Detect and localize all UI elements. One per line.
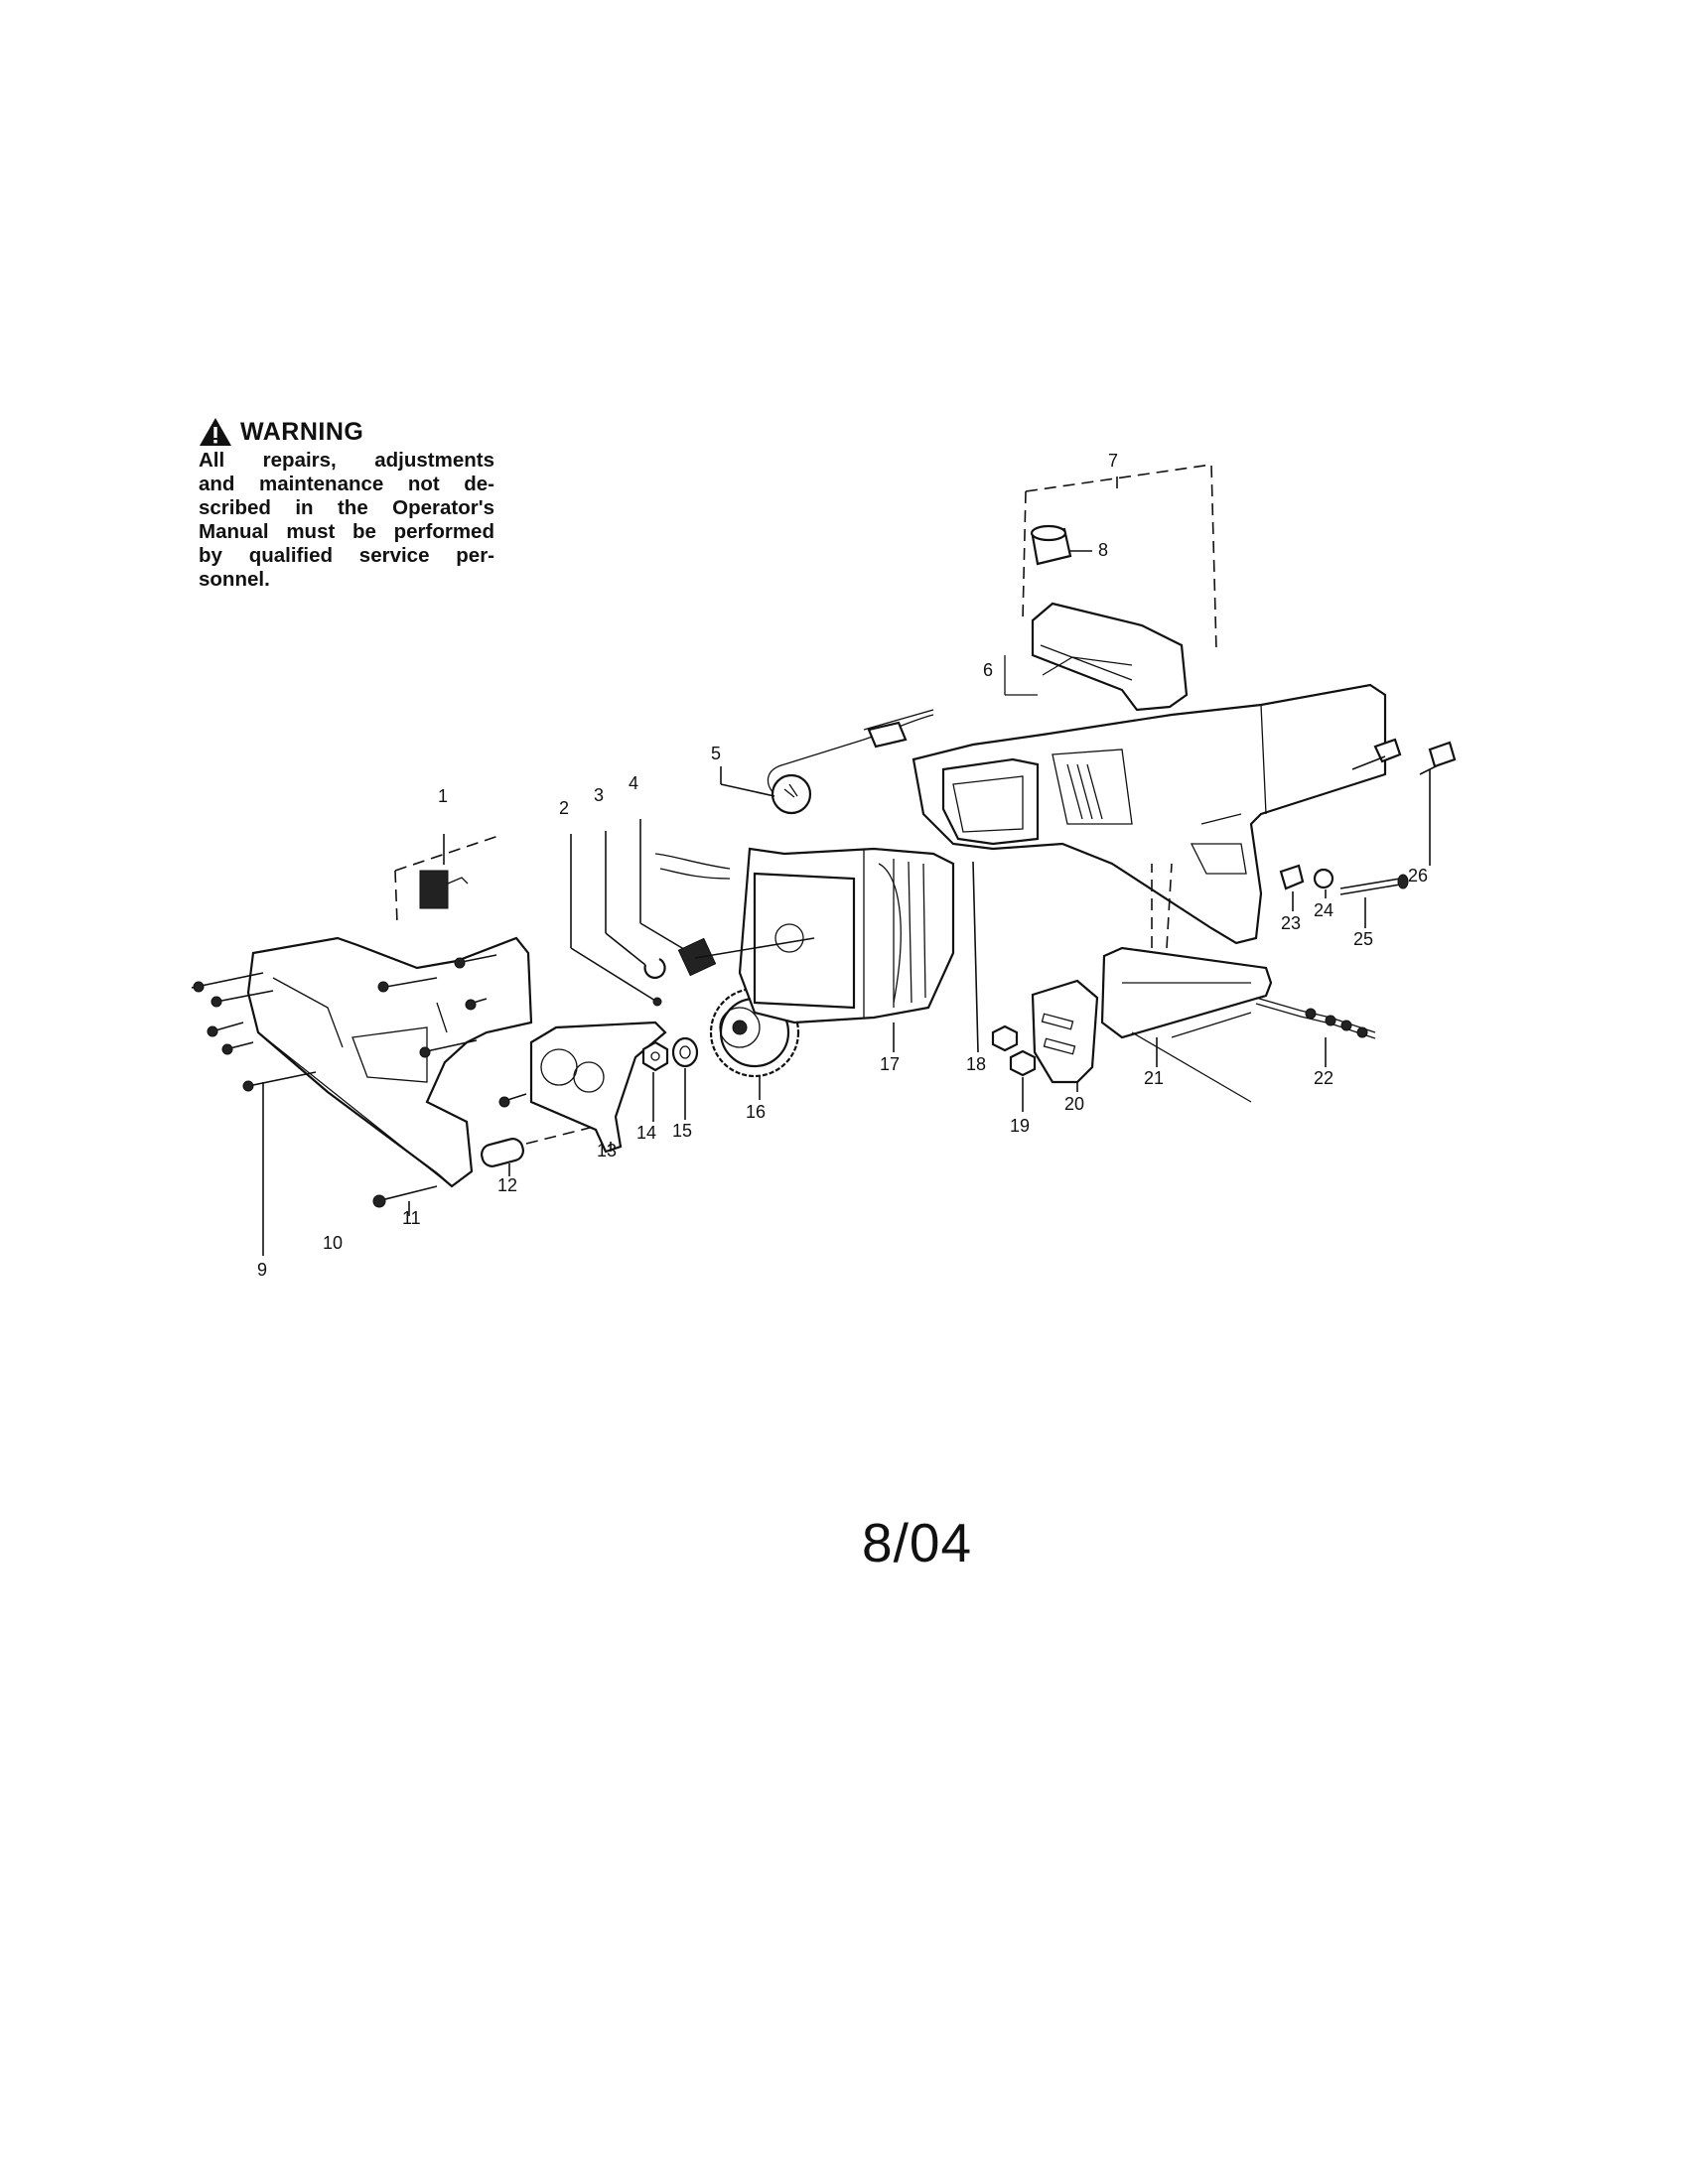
warning-line: All repairs, adjustments (199, 449, 494, 472)
part-10-side-cover (246, 936, 533, 1188)
warning-line: and maintenance not de- (199, 473, 494, 495)
callout-label: 9 (257, 1260, 267, 1280)
callout-label: 23 (1281, 913, 1301, 933)
part-13-plate (529, 1021, 667, 1154)
callout-label: 22 (1314, 1068, 1333, 1088)
part-21-bar (1100, 946, 1273, 1103)
part-14-nut (641, 1040, 669, 1122)
callout-label: 18 (966, 1054, 986, 1074)
callout-label: 25 (1353, 929, 1373, 949)
part-15-washer (671, 1036, 699, 1120)
part-19-nuts (991, 1024, 1037, 1112)
cover-screws (377, 954, 527, 1108)
part-25-bolt (1339, 874, 1409, 928)
part-20-plate (1031, 979, 1099, 1092)
callout-label: 5 (711, 744, 721, 763)
callout-label: 26 (1408, 866, 1428, 886)
callout-labels: 1 2 3 4 5 6 7 8 9 10 11 12 13 14 15 16 1… (257, 451, 1428, 1280)
part-11-screw (372, 1185, 438, 1216)
part-7-assembly-boundary (1022, 464, 1217, 651)
callout-label: 13 (597, 1141, 617, 1160)
callout-label: 1 (438, 786, 448, 806)
callout-label: 21 (1144, 1068, 1164, 1088)
part-1-switch (394, 834, 502, 924)
warning-triangle-icon (200, 418, 231, 446)
warning-title: WARNING (240, 417, 364, 446)
callout-label: 6 (983, 660, 993, 680)
part-17-motor (654, 847, 955, 1052)
callout-label: 7 (1108, 451, 1118, 471)
callout-label: 4 (629, 773, 638, 793)
part-26-bolts (1351, 738, 1457, 866)
callout-label: 14 (636, 1123, 656, 1143)
part-5-cord (720, 709, 934, 815)
warning-notice: WARNING All repairs, adjustments and mai… (199, 415, 494, 592)
part-9-screws (191, 972, 317, 1256)
callout-label: 3 (594, 785, 604, 805)
warning-header: WARNING (199, 415, 494, 449)
part-2-3-4-small (570, 819, 717, 1007)
callout-label: 15 (672, 1121, 692, 1141)
callout-label: 24 (1314, 900, 1333, 920)
callout-label: 11 (402, 1208, 421, 1228)
callout-label: 8 (1098, 540, 1108, 560)
part-8-cap (1030, 524, 1092, 566)
callout-label: 2 (559, 798, 569, 818)
warning-line: scribed in the Operator's (199, 496, 494, 519)
callout-label: 20 (1064, 1094, 1084, 1114)
callout-label: 16 (746, 1102, 766, 1122)
part-23-clip (1279, 864, 1305, 911)
part-6-oil-tank (1004, 602, 1189, 712)
warning-line: Manual must be performed (199, 520, 494, 543)
part-18-housing (912, 683, 1387, 1053)
part-12-spacer (481, 1123, 607, 1176)
callout-label: 12 (497, 1175, 517, 1195)
part-22-chain (1255, 997, 1376, 1067)
callout-label: 10 (323, 1233, 343, 1253)
warning-line: sonnel. (199, 568, 270, 591)
part-24-washer (1313, 868, 1334, 898)
revision-date: 8/04 (862, 1512, 973, 1573)
warning-line: by qualified service per- (199, 544, 494, 567)
callout-label: 19 (1010, 1116, 1030, 1136)
callout-label: 17 (880, 1054, 900, 1074)
